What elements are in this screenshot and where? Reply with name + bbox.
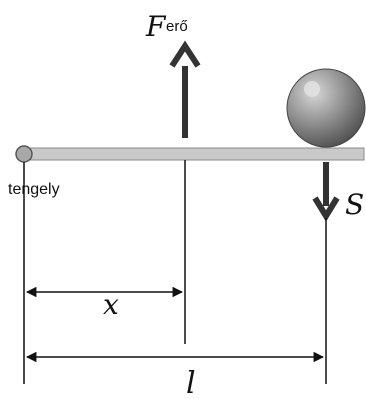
force-arrow xyxy=(169,40,201,138)
ball-highlight xyxy=(304,81,320,97)
ball-load xyxy=(286,68,366,148)
length-l-label: l xyxy=(186,366,196,399)
weight-arrow xyxy=(312,162,340,222)
axle-pivot xyxy=(15,145,33,163)
weight-symbol-label: S xyxy=(345,188,364,221)
distance-x-label: x xyxy=(103,288,119,321)
force-subscript-label: erő xyxy=(166,18,188,35)
lever-beam xyxy=(21,147,365,161)
axle-label: tengely xyxy=(8,181,60,198)
force-symbol-label: F xyxy=(145,10,167,43)
